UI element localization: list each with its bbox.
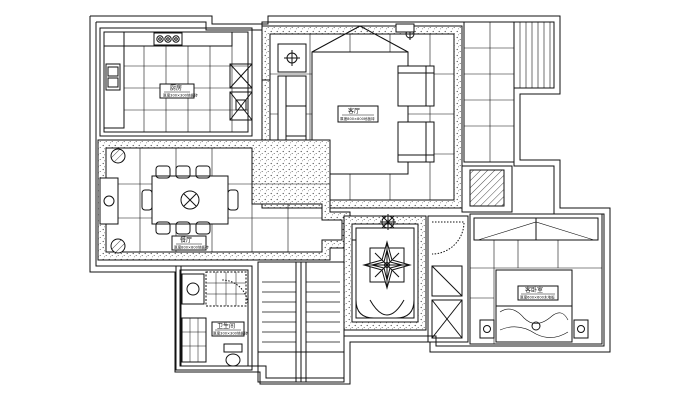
dining-room-label: 餐厅 [180, 236, 192, 244]
floor-medallion-icon [362, 240, 412, 290]
living-room-label: 客厅 [348, 107, 360, 115]
balcony [461, 21, 555, 213]
dining-room [97, 139, 351, 261]
bed-icon [495, 269, 573, 343]
washbasin-icon [181, 273, 205, 305]
living-room-spec: 厚度800×800地板砖 [340, 116, 375, 121]
nightstand-icon [479, 319, 589, 339]
bedroom-spec: 厚度600×600木地板 [520, 295, 555, 300]
bathroom-label: 卫生间 [217, 322, 235, 330]
stove-icon [153, 32, 183, 46]
kitchen-cabinets [229, 63, 253, 121]
plant-icon [110, 148, 126, 254]
dining-table-icon [141, 165, 239, 235]
kitchen-sink-icon [105, 63, 121, 91]
stairwell [257, 261, 345, 383]
lamp-icon [277, 43, 307, 73]
dining-room-spec: 厚度800×800地板砖 [174, 245, 209, 250]
sunburst-icon [380, 214, 396, 230]
hallway [427, 215, 469, 343]
toilet-icon [223, 343, 243, 367]
sideboard-icon [99, 177, 119, 225]
kitchen-label: 厨房 [170, 84, 182, 92]
bedroom-label: 客卧室 [525, 286, 543, 294]
bathroom-spec: 厚度300×300地板砖 [213, 331, 248, 336]
armchair-icon [397, 65, 435, 163]
kitchen [99, 27, 253, 137]
foyer [343, 214, 427, 331]
kitchen-spec: 厚度300×300地板砖 [163, 93, 198, 98]
bedroom [469, 213, 603, 345]
bathroom [175, 265, 253, 371]
